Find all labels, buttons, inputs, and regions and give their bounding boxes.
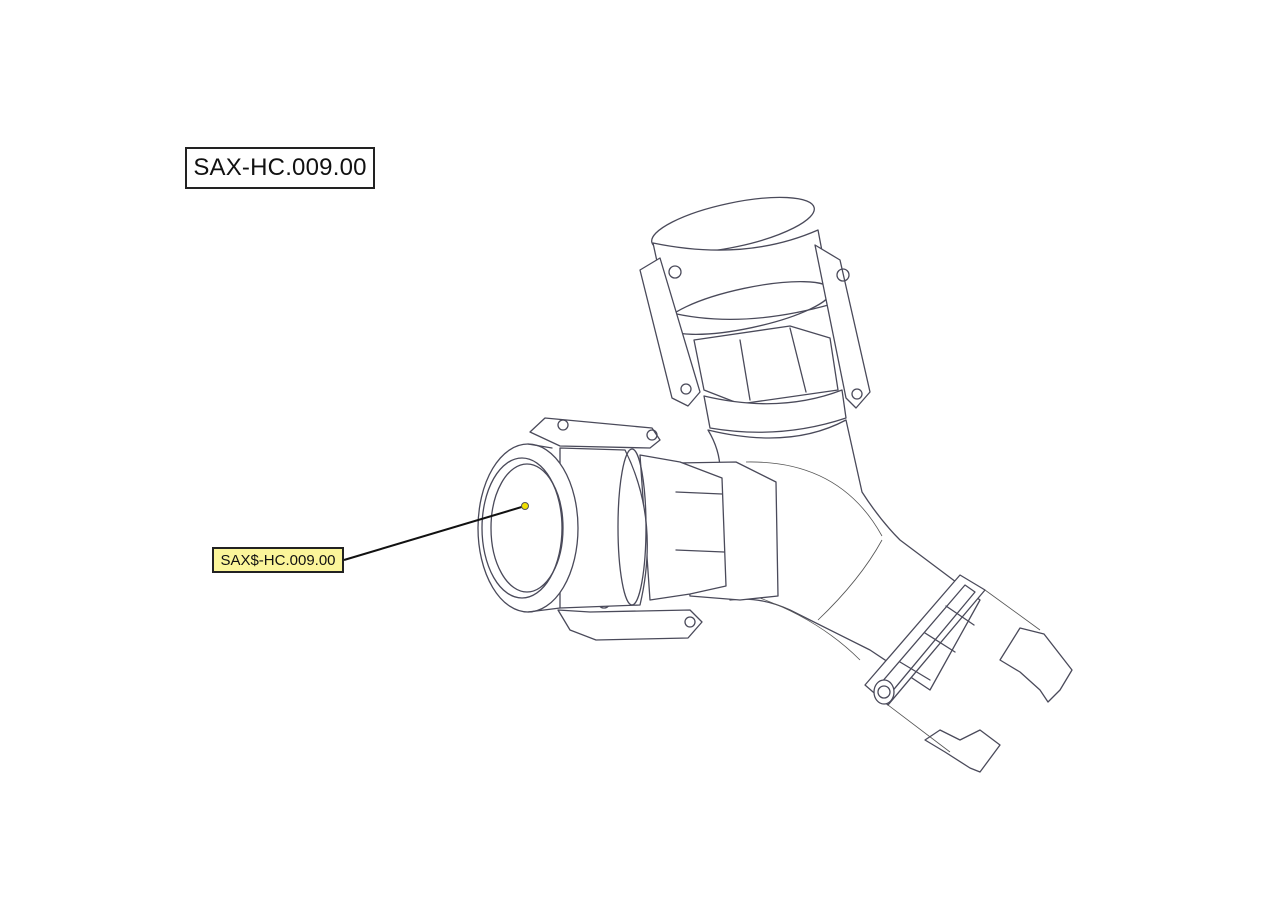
callout-anchor-point <box>521 502 529 510</box>
drawing-title-label: SAX-HC.009.00 <box>185 147 375 189</box>
part-callout-label[interactable]: SAX$-HC.009.00 <box>212 547 344 573</box>
callout-leader-line <box>343 505 526 561</box>
left-coupler <box>477 417 779 641</box>
right-coupler <box>864 574 1073 773</box>
upper-coupler <box>639 196 871 433</box>
